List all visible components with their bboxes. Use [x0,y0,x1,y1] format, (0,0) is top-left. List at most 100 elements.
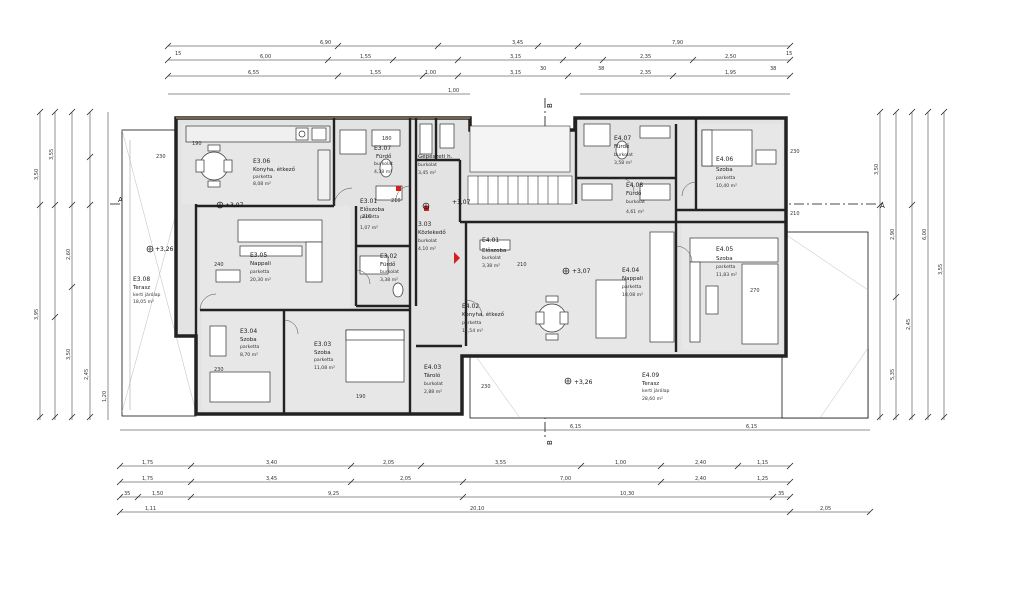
room-mech-finish: burkolat [418,162,437,168]
inside-dim-12: 210 [790,211,800,217]
inside-dim-11: 270 [750,288,760,294]
dim-bottom-3: 2,05 [383,460,394,466]
room-e3-06-area: 8,08 m² [253,181,271,187]
level-markers: +3,07 +3,26 +3,07 +3,26 +3,07 [146,199,593,386]
dim-bottom-12: 2,40 [695,476,706,482]
room-e4-07-id: E4.07 [614,135,631,142]
inside-dimension-labels: 230 210 210 230 240 230 190 210 230 180 … [156,136,800,400]
room-e3-07-area: 4,38 m² [374,169,392,175]
inside-dim-2: 210 [391,198,401,204]
section-mark-a-left: A [118,196,123,204]
room-e4-06-name: Szoba [716,167,733,173]
level-marker-4: +3,26 [564,377,593,386]
room-e3-04-name: Szoba [240,337,257,343]
dim-left-4: 2,60 [66,249,72,260]
room-e3-01-id: E3.01 [360,198,377,205]
room-mech-name: Gépészeti h. [418,153,453,160]
dim-top-10: 1,55 [370,70,381,76]
dim-top-4: 6,00 [260,54,271,60]
room-e3-04-area: 8,70 m² [240,352,258,358]
dim-bottom-1: 1,75 [142,460,153,466]
dim-top-small-1: 15 [175,51,181,57]
dim-bottom-2: 3,40 [266,460,277,466]
room-e4-02-id: E4.02 [462,303,479,310]
dim-bottom-20: 20,10 [470,506,484,512]
dim-top-2: 3,45 [512,40,523,46]
section-mark-b-bottom: B [546,440,554,445]
dim-right-3: 5,35 [890,369,896,380]
room-e3-06-id: E3.06 [253,158,270,165]
dim-top-1: 6,90 [320,40,331,46]
room-e3-05-finish: parketta [250,269,270,275]
room-e4-05-finish: parketta [716,264,736,270]
dim-top-12: 3,15 [510,70,521,76]
dim-top-small-2: 1,00 [448,88,459,94]
room-e4-08-finish: burkolat [626,199,645,205]
dimension-lines-right [876,108,948,421]
room-e3-08-area: 18,05 m² [133,299,154,305]
room-e3-03-finish: parketta [314,357,334,363]
room-e3-01-finish: parketta [360,214,380,220]
dim-bottom-18: 35 [778,491,784,497]
room-e3-08-name: Terasz [132,285,150,291]
room-e3-05-area: 20,30 m² [250,277,271,283]
room-mech-area: 3,45 m² [418,170,436,176]
room-e3-06-finish: parketta [253,174,273,180]
dimension-labels-bottom: 1,75 3,40 2,05 3,55 1,00 2,40 1,15 1,75 … [124,424,831,512]
room-e4-08-area: 4,61 m² [626,209,644,215]
room-e3-03-id: E3.03 [314,341,331,348]
inside-dim-4: 230 [790,149,800,155]
room-e3-03-area: 11,08 m² [314,365,335,371]
dim-right-2: 2,90 [890,229,896,240]
room-e3-04-id: E3.04 [240,328,257,335]
dim-top-5: 1,55 [360,54,371,60]
svg-text:+3,26: +3,26 [574,379,593,386]
dim-top-6: 3,15 [510,54,521,60]
room-e3-08-id: E3.08 [133,276,150,283]
inside-dim-8: 210 [517,262,527,268]
staircase [467,125,573,205]
dimension-labels-left: 3,50 3,95 3,55 2,60 3,50 2,45 1,20 [34,149,108,402]
room-e4-09-finish: kerti járólap [642,387,670,394]
inside-dim-7: 190 [356,394,366,400]
room-e3-05-name: Nappali [250,261,271,267]
room-e4-04-area: 18,08 m² [622,292,643,298]
dim-left-5: 3,50 [66,349,72,360]
room-e4-07-finish: burkolat [614,152,633,158]
room-e4-05-area: 11,83 m² [716,272,737,278]
dimension-lines-top [164,42,794,95]
room-e4-01-name: Előszoba [482,248,506,254]
dimension-lines-left [36,108,109,421]
room-3-03-area: 4,10 m² [418,246,436,252]
room-e3-04-finish: parketta [240,344,260,350]
inside-dim-13: 190 [192,141,202,147]
room-e4-06-id: E4.06 [716,156,733,163]
dim-right-6: 6,00 [922,229,928,240]
dimension-labels-top: 6,90 3,45 7,90 6,00 1,55 3,15 2,35 2,50 … [175,40,792,94]
dim-left-1: 3,50 [34,169,40,180]
dim-bottom-14: 35 [124,491,130,497]
dim-top-13: 2,35 [640,70,651,76]
room-e4-09-id: E4.09 [642,372,659,379]
dim-right-4: 3,55 [938,264,944,275]
room-e4-01-id: E4.01 [482,237,499,244]
dim-top-14: 1,95 [725,70,736,76]
room-e3-01-area: 1,07 m² [360,225,378,231]
room-e4-03-name: Tároló [423,372,441,379]
room-e4-02-name: Konyha, étkező [462,311,505,318]
room-e4-08-name: Fürdő [626,191,642,197]
room-e4-04-id: E4.04 [622,267,639,274]
furniture [185,123,779,403]
room-e3-01-name: Előszoba [360,207,384,213]
dim-bottom-5: 1,00 [615,460,626,466]
dim-bottom-22: 6,15 [570,424,581,430]
dim-bottom-16: 9,25 [328,491,339,497]
dim-top-8: 2,50 [725,54,736,60]
room-3-03-name: Közlekedő [418,230,446,236]
dim-bottom-19: 1,11 [145,506,156,512]
dim-bottom-15: 1,50 [152,491,163,497]
room-e3-02-finish: burkolat [380,269,399,275]
dimension-labels-right: 3,50 2,90 5,35 3,55 2,45 6,00 [874,164,944,380]
level-marker-5: +3,07 [562,267,591,275]
